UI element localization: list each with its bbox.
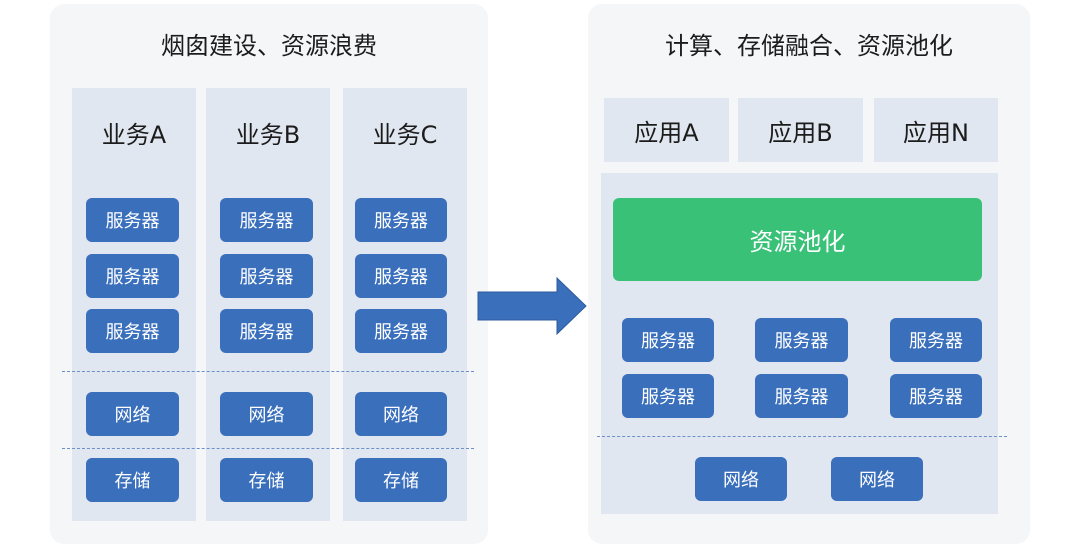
business-column-b bbox=[206, 88, 330, 521]
app-b-box: 应用B bbox=[738, 98, 863, 162]
layer-divider bbox=[597, 436, 1007, 437]
business-c-label: 业务C bbox=[372, 121, 438, 149]
server-chip: 服务器 bbox=[755, 318, 848, 362]
server-chip: 服务器 bbox=[890, 374, 982, 418]
server-chip: 服务器 bbox=[355, 254, 447, 298]
network-chip: 网络 bbox=[831, 457, 923, 501]
server-chip: 服务器 bbox=[355, 309, 447, 353]
business-a-label: 业务A bbox=[101, 121, 167, 149]
business-column-c bbox=[343, 88, 467, 521]
network-chip: 网络 bbox=[86, 392, 179, 436]
network-chip: 网络 bbox=[220, 392, 313, 436]
server-chip: 服务器 bbox=[220, 198, 313, 242]
server-chip: 服务器 bbox=[220, 309, 313, 353]
server-chip: 服务器 bbox=[86, 254, 179, 298]
server-chip: 服务器 bbox=[86, 309, 179, 353]
server-chip: 服务器 bbox=[86, 198, 179, 242]
server-chip: 服务器 bbox=[355, 198, 447, 242]
resource-pool-bar: 资源池化 bbox=[613, 198, 982, 281]
layer-divider bbox=[62, 371, 474, 372]
layer-divider bbox=[62, 448, 474, 449]
server-chip: 服务器 bbox=[755, 374, 848, 418]
network-chip: 网络 bbox=[695, 457, 787, 501]
business-b-label: 业务B bbox=[235, 121, 301, 149]
storage-chip: 存储 bbox=[220, 458, 313, 502]
right-panel-title: 计算、存储融合、资源池化 bbox=[665, 32, 953, 60]
storage-chip: 存储 bbox=[355, 458, 447, 502]
app-n-box: 应用N bbox=[874, 98, 998, 162]
server-chip: 服务器 bbox=[622, 374, 714, 418]
network-chip: 网络 bbox=[355, 392, 447, 436]
business-column-a bbox=[72, 88, 196, 521]
server-chip: 服务器 bbox=[890, 318, 982, 362]
left-panel-title: 烟囱建设、资源浪费 bbox=[161, 32, 377, 60]
app-a-box: 应用A bbox=[604, 98, 729, 162]
server-chip: 服务器 bbox=[622, 318, 714, 362]
right-arrow-icon bbox=[477, 276, 587, 336]
server-chip: 服务器 bbox=[220, 254, 313, 298]
storage-chip: 存储 bbox=[86, 458, 179, 502]
